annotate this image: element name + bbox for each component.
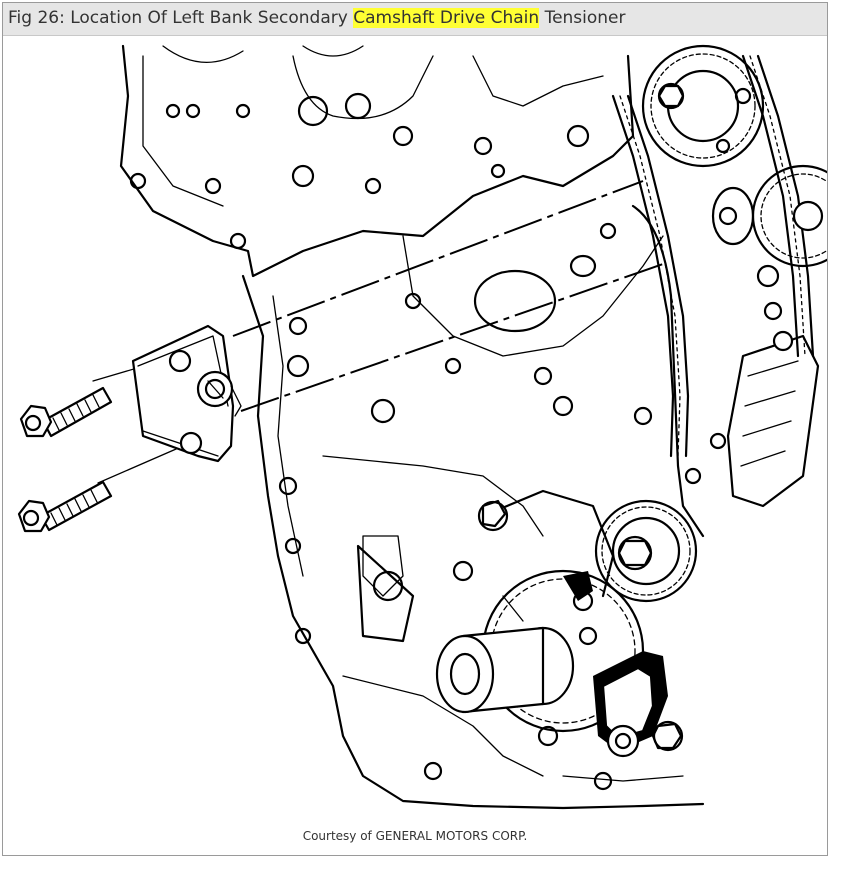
engine-diagram [17, 44, 827, 810]
pump-shaft [435, 626, 575, 714]
timing-chains [611, 54, 815, 538]
figure-frame: Fig 26: Location Of Left Bank Secondary … [2, 2, 828, 856]
tensioner-bolt-lower [17, 480, 113, 533]
title-highlight: Camshaft Drive Chain [353, 8, 540, 28]
title-prefix: Fig 26: Location Of Left Bank Secondary [8, 8, 354, 28]
figure-title: Fig 26: Location Of Left Bank Secondary … [3, 3, 827, 36]
secondary-camshaft-drive-chain-tensioner [131, 324, 242, 463]
tensioner-bolt-upper [19, 386, 113, 438]
title-suffix: Tensioner [539, 8, 626, 28]
lower-chain-tensioner [593, 651, 684, 758]
camshaft-sprocket-upper [641, 44, 765, 168]
cylinder-head-outline [119, 44, 635, 278]
crankshaft-sprocket [594, 499, 698, 603]
camshaft-sprocket-right [711, 164, 827, 321]
figure-caption: Courtesy of GENERAL MOTORS CORP. [302, 829, 528, 843]
primary-chain-tensioner [684, 330, 820, 508]
engine-block-outline [241, 222, 705, 810]
